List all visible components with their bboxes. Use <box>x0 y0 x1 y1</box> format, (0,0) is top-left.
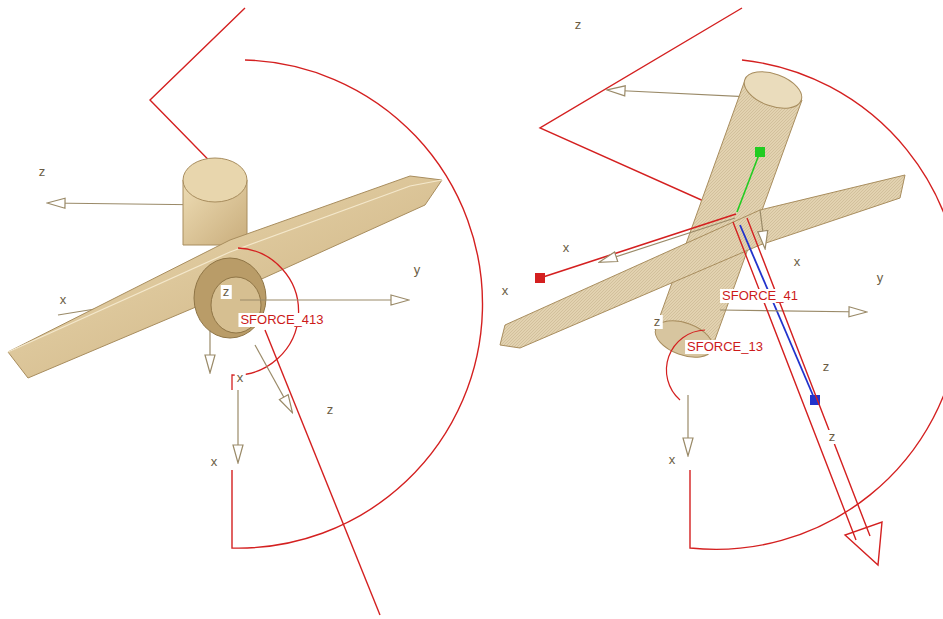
axis-line <box>255 345 292 412</box>
axis-line <box>600 218 735 262</box>
axis-label: x <box>792 255 803 269</box>
axis-line <box>760 210 765 248</box>
marker-square <box>755 147 765 157</box>
force-line <box>265 330 380 615</box>
axis-label: x <box>235 371 246 385</box>
axis-line <box>237 390 238 462</box>
axis-line <box>687 395 688 455</box>
axis-label: z <box>325 403 336 417</box>
propeller-blade <box>500 175 905 348</box>
hub-end <box>739 65 806 116</box>
torque-arc <box>232 60 483 548</box>
axis-label: x <box>561 241 572 255</box>
hub-end <box>650 314 717 365</box>
hub-end <box>183 158 247 202</box>
axis-label: z <box>652 315 663 329</box>
axis-label: y <box>875 271 886 285</box>
marker-line <box>737 152 760 212</box>
axis-label: z <box>821 360 832 374</box>
blade-edge <box>8 180 442 352</box>
axis-label: x <box>209 455 220 469</box>
axis-label: x <box>500 284 511 298</box>
axis-line <box>720 310 866 312</box>
marker-line <box>740 225 815 400</box>
axis-label: z <box>573 18 584 32</box>
force-label: SFORCE_41 <box>720 289 800 303</box>
force-label: SFORCE_13 <box>685 340 765 354</box>
left-view <box>8 8 483 615</box>
force-arrowhead <box>845 522 882 565</box>
marker-square <box>535 273 545 283</box>
axis-label: z <box>827 430 838 444</box>
marker-line <box>540 214 736 278</box>
force-arrow <box>733 218 870 540</box>
axis-label: x <box>58 293 69 307</box>
axis-label: z <box>221 285 232 299</box>
axis-label: y <box>412 263 423 277</box>
axis-line <box>209 330 210 372</box>
axis-line <box>240 299 408 300</box>
axis-label: z <box>37 165 48 179</box>
propeller-blade <box>8 176 442 378</box>
force-label: SFORCE_413 <box>238 313 325 327</box>
axis-label: x <box>667 453 678 467</box>
right-view <box>500 8 943 565</box>
